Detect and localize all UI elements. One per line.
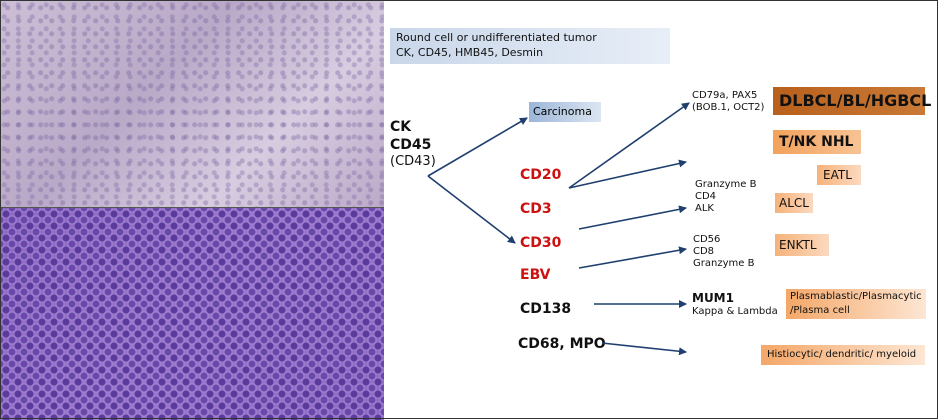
mum1-line2: Kappa & Lambda xyxy=(692,306,778,317)
arrow-root-to-cd30 xyxy=(427,175,516,244)
branch-cd20: CD20 xyxy=(520,167,562,183)
arrow-cd20-to-b-markers xyxy=(568,102,690,189)
root-cd45: CD45 xyxy=(390,137,432,153)
granzyme-line1: Granzyme B xyxy=(695,179,757,190)
result-eatl: EATL xyxy=(817,165,861,185)
result-tnk-nhl: T/NK NHL xyxy=(773,130,861,154)
branch-ebv: EBV xyxy=(520,267,551,283)
cd56-line1: CD56 xyxy=(693,234,721,245)
cd56-group: CD56 CD8 Granzyme B xyxy=(693,234,754,270)
micrograph-bottom-image xyxy=(0,207,384,420)
arrow-cd3-to-granzyme xyxy=(578,205,687,230)
header-box: Round cell or undifferentiated tumor CK,… xyxy=(390,28,670,64)
b-markers-line2: (BOB.1, OCT2) xyxy=(692,102,765,113)
granzyme-line3: ALK xyxy=(695,203,714,214)
result-plasma-line1: Plasmablastic/Plasmacytic xyxy=(790,291,922,302)
b-markers-line1: CD79a, PAX5 xyxy=(692,90,758,101)
result-histiocytic: Histiocytic/ dendritic/ myeloid xyxy=(761,345,925,365)
carcinoma-box: Carcinoma xyxy=(529,102,601,122)
header-line1: Round cell or undifferentiated tumor xyxy=(396,31,597,44)
mum1-group: MUM1 Kappa & Lambda xyxy=(692,291,778,318)
arrow-cd68-to-histiocytic xyxy=(601,342,687,356)
mum1-line1: MUM1 xyxy=(692,291,734,305)
result-alcl: ALCL xyxy=(775,193,813,213)
branch-cd68-mpo: CD68, MPO xyxy=(518,336,606,352)
root-cd43: (CD43) xyxy=(390,154,436,169)
granzyme-group: Granzyme B CD4 ALK xyxy=(695,179,756,215)
granzyme-line2: CD4 xyxy=(695,191,717,202)
arrow-root-to-carcinoma xyxy=(427,117,528,177)
result-dlbcl: DLBCL/BL/HGBCL xyxy=(773,87,931,115)
result-plasma: Plasmablastic/Plasmacytic /Plasma cell xyxy=(786,289,926,319)
branch-cd3: CD3 xyxy=(520,201,552,217)
root-markers: CK CD45 (CD43) xyxy=(390,118,436,169)
result-plasma-line2: /Plasma cell xyxy=(790,305,850,316)
b-markers-group: CD79a, PAX5 (BOB.1, OCT2) xyxy=(692,90,764,114)
header-line2: CK, CD45, HMB45, Desmin xyxy=(396,46,544,59)
branch-cd138: CD138 xyxy=(520,301,572,317)
cd56-line2: CD8 xyxy=(693,246,715,257)
arrow-cd20-to-tnk xyxy=(568,159,687,189)
arrow-ebv-to-cd56 xyxy=(578,246,687,269)
cd56-line3: Granzyme B xyxy=(693,258,755,269)
micrograph-top-image xyxy=(0,0,384,207)
root-ck: CK xyxy=(390,119,412,135)
branch-cd30: CD30 xyxy=(520,235,562,251)
result-enktl: ENKTL xyxy=(775,234,829,256)
